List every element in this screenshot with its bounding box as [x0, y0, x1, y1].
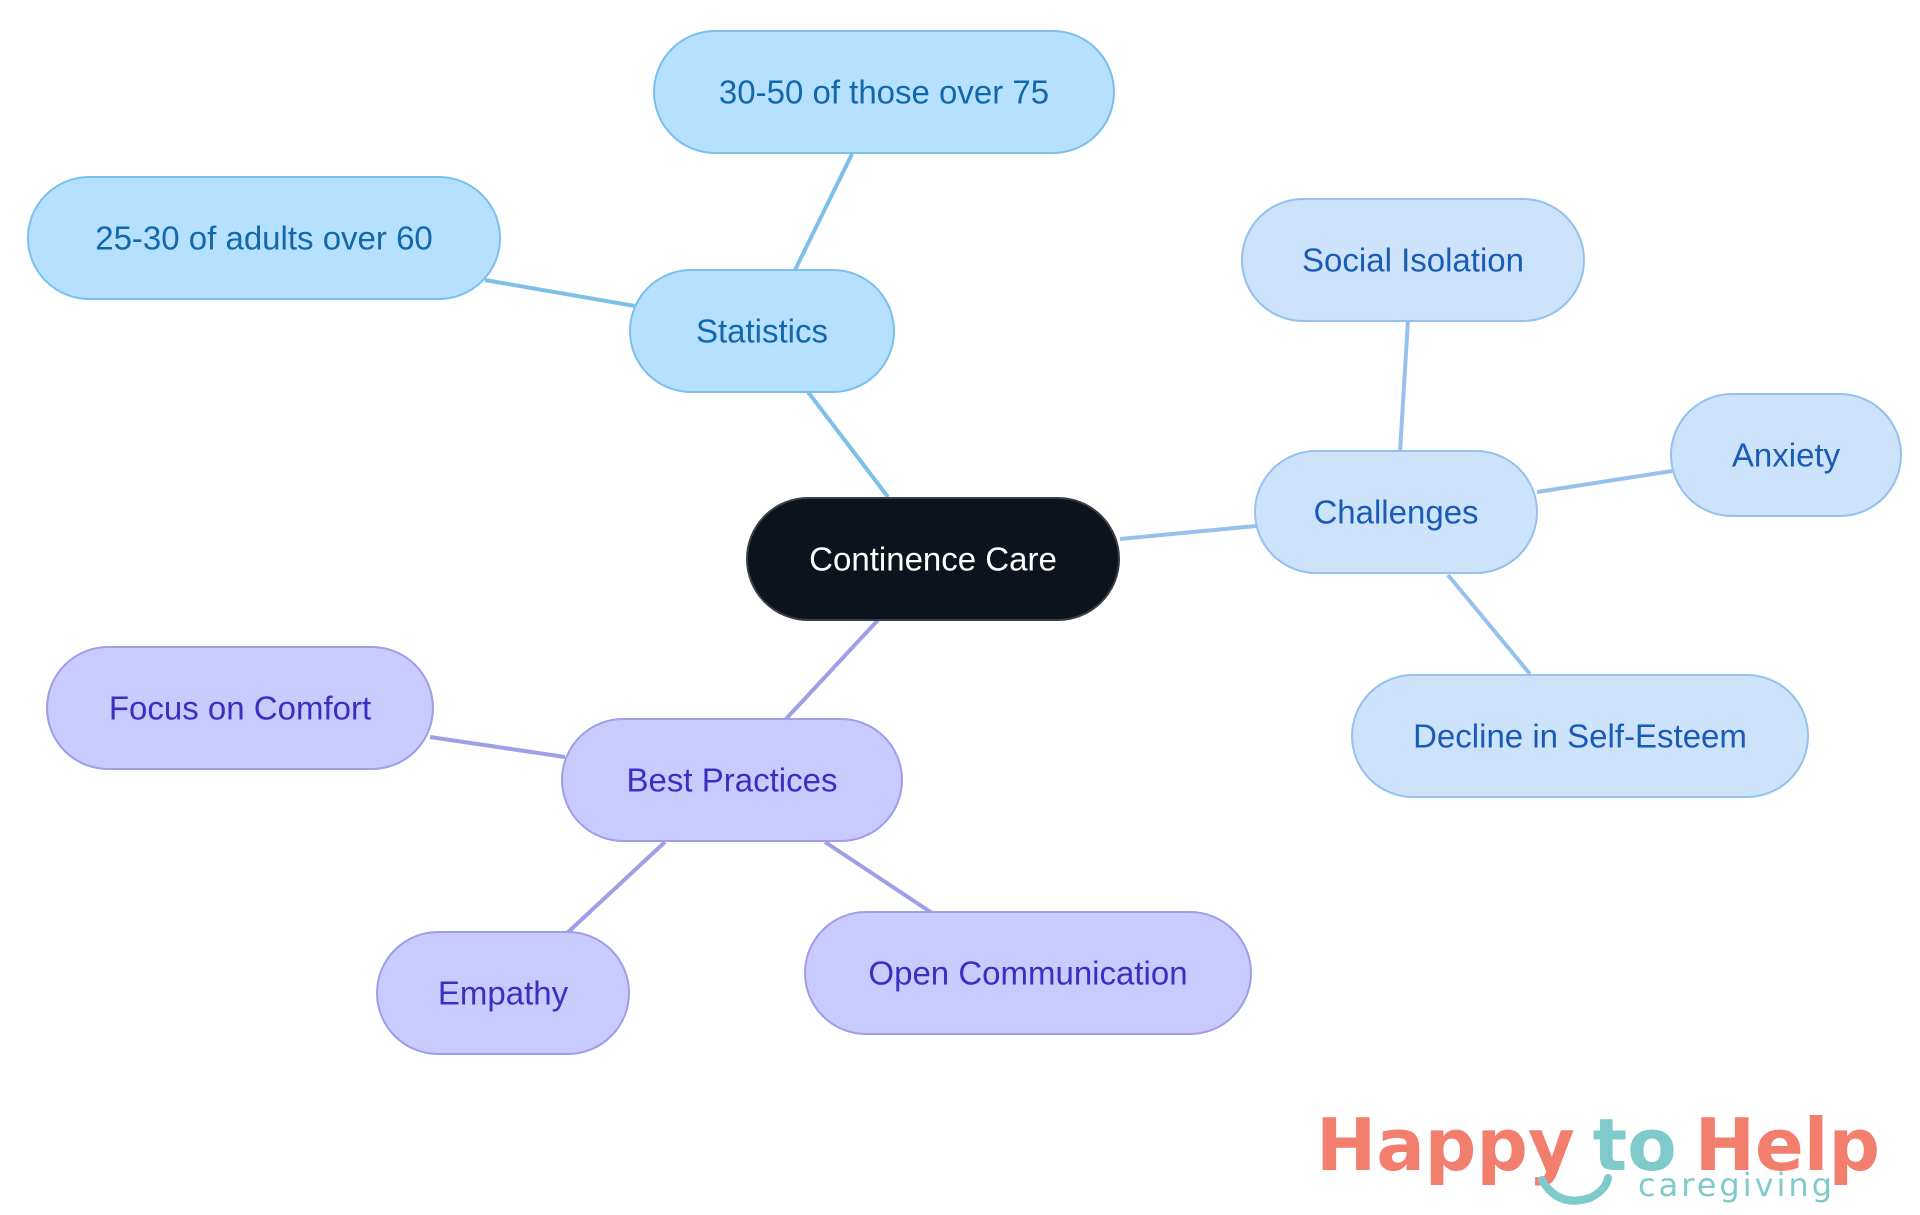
node-statistics-label: Statistics [696, 313, 828, 350]
logo-word-happy: Happy [1316, 1103, 1575, 1187]
edge-root-best-practices [783, 618, 880, 722]
node-challenges-child-2-label: Anxiety [1732, 437, 1841, 474]
edge-challenges-child-3 [1446, 573, 1532, 676]
node-best-practices-child-1-box [46, 646, 434, 770]
node-challenges[interactable]: Challenges [1254, 450, 1538, 574]
node-best-practices-child-3-label: Open Communication [868, 955, 1187, 992]
branch-best-practices: Best Practices Focus on Comfort Empathy … [46, 646, 1252, 1055]
node-challenges-child-1[interactable]: Social Isolation [1241, 198, 1585, 322]
node-challenges-child-3-label: Decline in Self-Esteem [1413, 718, 1747, 755]
node-statistics-child-1-label: 30-50 of those over 75 [719, 74, 1049, 111]
node-challenges-child-3[interactable]: Decline in Self-Esteem [1351, 674, 1809, 798]
node-best-practices-child-3[interactable]: Open Communication [804, 911, 1252, 1035]
node-challenges-child-3-box [1351, 674, 1809, 798]
node-best-practices-child-3-box [804, 911, 1252, 1035]
branch-statistics: Statistics 30-50 of those over 75 25-30 … [27, 30, 1115, 393]
node-root[interactable]: Continence Care [746, 497, 1120, 621]
node-challenges-box [1254, 450, 1538, 574]
branch-challenges: Challenges Social Isolation Anxiety Decl… [1241, 198, 1902, 798]
node-challenges-child-1-label: Social Isolation [1302, 242, 1524, 279]
logo-smile-icon [1538, 1174, 1612, 1205]
edge-root-challenges [1119, 524, 1257, 541]
node-challenges-child-2[interactable]: Anxiety [1670, 393, 1902, 517]
node-best-practices-child-1-label: Focus on Comfort [109, 690, 371, 727]
node-best-practices-label: Best Practices [627, 762, 838, 799]
node-challenges-label: Challenges [1313, 494, 1478, 531]
node-best-practices-box [561, 718, 903, 842]
node-best-practices-child-2[interactable]: Empathy [376, 931, 630, 1055]
edge-challenges-child-2 [1536, 469, 1673, 494]
edge-challenges-child-1 [1398, 319, 1410, 453]
node-statistics-child-2-box [27, 176, 501, 300]
node-best-practices-child-1[interactable]: Focus on Comfort [46, 646, 434, 770]
edge-best-practices-child-2 [563, 840, 667, 937]
node-challenges-child-2-box [1670, 393, 1902, 517]
edge-statistics-child-1 [793, 153, 854, 271]
node-root-box [746, 497, 1120, 621]
logo-word-help: Help [1695, 1103, 1880, 1187]
node-statistics[interactable]: Statistics [629, 269, 895, 393]
node-statistics-child-1[interactable]: 30-50 of those over 75 [653, 30, 1115, 154]
node-statistics-box [629, 269, 895, 393]
node-challenges-child-1-box [1241, 198, 1585, 322]
node-best-practices-child-2-box [376, 931, 630, 1055]
node-best-practices-child-2-label: Empathy [438, 975, 569, 1012]
edges-layer [429, 153, 1673, 937]
node-statistics-child-2-label: 25-30 of adults over 60 [95, 220, 433, 257]
edge-root-statistics [806, 390, 890, 499]
logo-sub-text: caregiving [1638, 1166, 1835, 1204]
node-root-label: Continence Care [809, 541, 1057, 578]
edge-best-practices-child-3 [823, 840, 937, 917]
edge-statistics-child-2 [484, 278, 636, 308]
node-best-practices[interactable]: Best Practices [561, 718, 903, 842]
edge-best-practices-child-1 [429, 735, 566, 759]
node-statistics-child-2[interactable]: 25-30 of adults over 60 [27, 176, 501, 300]
node-statistics-child-1-box [653, 30, 1115, 154]
logo-word-to: to [1593, 1103, 1677, 1187]
